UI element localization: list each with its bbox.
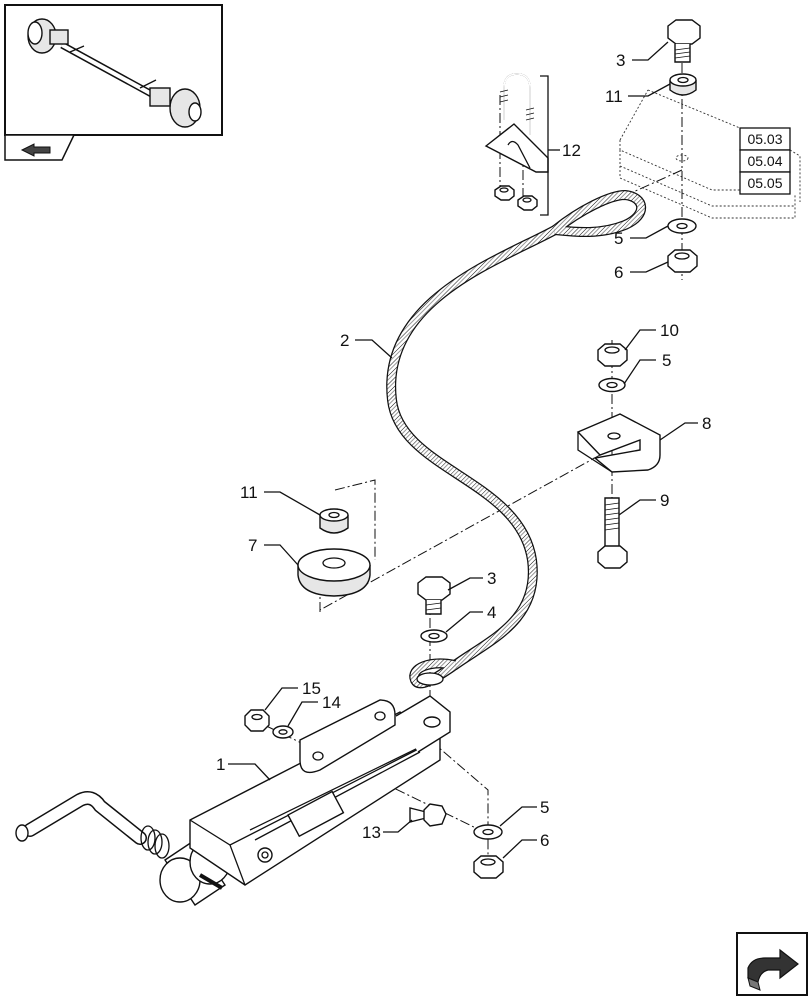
part-1-jack-assembly[interactable] [15, 695, 451, 906]
callout-15[interactable]: 15 [302, 679, 321, 698]
part-5-washer-bottom[interactable] [473, 824, 503, 840]
part-6-nut-top[interactable] [667, 249, 698, 273]
callout-6-top[interactable]: 6 [614, 263, 623, 282]
leader-lines [228, 41, 698, 859]
part-11-spacer-left[interactable] [319, 508, 349, 534]
callout-3-center[interactable]: 3 [487, 569, 496, 588]
callout-4[interactable]: 4 [487, 603, 496, 622]
callout-9[interactable]: 9 [660, 491, 669, 510]
part-14-washer[interactable] [272, 725, 294, 739]
callout-7[interactable]: 7 [248, 536, 257, 555]
callout-11-left[interactable]: 11 [240, 483, 258, 502]
part-4-lock-washer[interactable] [420, 629, 448, 643]
part-2-safety-cable[interactable] [386, 189, 647, 689]
part-5-washer-top[interactable] [667, 218, 697, 234]
part-3-bolt-top[interactable] [667, 19, 701, 63]
section-ref-0504[interactable]: 05.04 [739, 149, 791, 173]
section-ref-0503[interactable]: 05.03 [739, 127, 791, 151]
callout-labels: 3 11 12 5 6 2 10 5 8 9 11 7 3 4 15 14 1 … [216, 51, 711, 850]
callout-13[interactable]: 13 [362, 823, 381, 842]
callout-5-middle[interactable]: 5 [662, 351, 671, 370]
callout-5-bottom[interactable]: 5 [540, 798, 549, 817]
part-9-bolt[interactable] [597, 497, 628, 569]
axle-assembly-thumbnail-icon[interactable] [4, 4, 223, 136]
callout-6-bottom[interactable]: 6 [540, 831, 549, 850]
callout-2[interactable]: 2 [340, 331, 349, 350]
part-11-spacer-top[interactable] [669, 73, 697, 96]
section-ref-boxes: 05.03 05.04 05.05 [739, 127, 791, 195]
callout-12[interactable]: 12 [562, 141, 581, 160]
part-13-bolt[interactable] [409, 803, 447, 827]
back-arrow-icon[interactable] [4, 134, 76, 161]
part-7-rubber-washer[interactable] [297, 548, 371, 597]
callout-10[interactable]: 10 [660, 321, 679, 340]
part-12-u-bolt-assembly[interactable] [484, 73, 560, 216]
callout-14[interactable]: 14 [322, 693, 341, 712]
part-3-bolt-center[interactable] [417, 576, 451, 615]
section-ref-0505[interactable]: 05.05 [739, 171, 791, 195]
callout-5-top[interactable]: 5 [614, 229, 623, 248]
part-6-nut-bottom[interactable] [473, 855, 504, 879]
callout-8[interactable]: 8 [702, 414, 711, 433]
part-8-cable-clip[interactable] [576, 413, 661, 473]
callout-1[interactable]: 1 [216, 755, 225, 774]
svg-text:05.03: 05.03 [747, 131, 782, 147]
part-10-nut[interactable] [597, 343, 628, 367]
part-5-washer-middle[interactable] [598, 377, 626, 393]
svg-text:05.05: 05.05 [747, 175, 782, 191]
svg-text:05.04: 05.04 [747, 153, 782, 169]
callout-11-top[interactable]: 11 [605, 87, 623, 106]
part-15-nut[interactable] [244, 709, 270, 732]
callout-3-top[interactable]: 3 [616, 51, 625, 70]
forward-arrow-icon[interactable] [736, 932, 808, 996]
